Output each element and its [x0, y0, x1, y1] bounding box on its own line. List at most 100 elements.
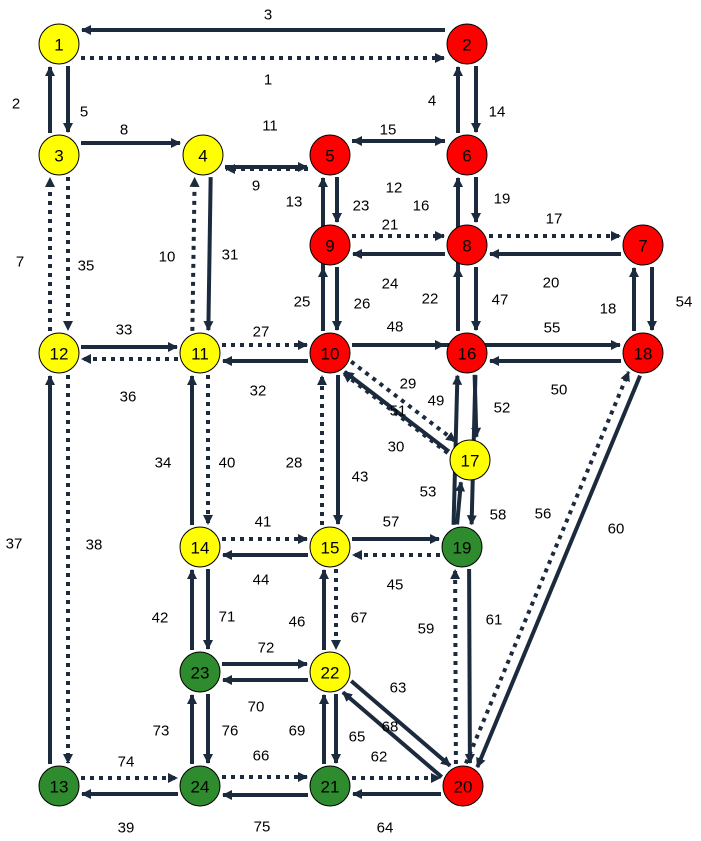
edge-label-70: 70: [248, 699, 265, 716]
node-circle-16: [446, 332, 488, 374]
edge-label-66: 66: [253, 748, 270, 765]
node-circle-24: [179, 765, 221, 807]
edge-label-47: 47: [492, 292, 509, 309]
edge-label-40: 40: [219, 455, 236, 472]
edge-label-29: 29: [400, 376, 417, 393]
node-2: 2: [446, 23, 488, 65]
edge-label-48: 48: [387, 319, 404, 336]
node-24: 24: [179, 765, 221, 807]
edge-label-50: 50: [551, 382, 568, 399]
node-circle-9: [309, 224, 351, 266]
node-label-24: 24: [191, 778, 210, 797]
edge-51-dashed: [342, 371, 449, 455]
edge-label-37: 37: [6, 536, 23, 553]
node-11: 11: [179, 332, 221, 374]
edge-label-32: 32: [250, 383, 267, 400]
edge-label-49: 49: [428, 393, 445, 410]
node-circle-13: [38, 765, 80, 807]
edge-label-67: 67: [351, 610, 368, 627]
node-21: 21: [309, 765, 351, 807]
edge-label-10: 10: [159, 249, 176, 266]
edge-label-27: 27: [253, 324, 270, 341]
edge-label-14: 14: [489, 104, 506, 121]
node-19: 19: [441, 526, 483, 568]
edge-label-31: 31: [222, 247, 239, 264]
edge-68-solid: [341, 690, 444, 779]
node-16: 16: [446, 332, 488, 374]
node-3: 3: [38, 134, 80, 176]
edge-label-59: 59: [418, 621, 435, 638]
edge-label-38: 38: [86, 537, 103, 554]
edge-label-57: 57: [383, 514, 400, 531]
edge-label-7: 7: [16, 254, 24, 271]
node-7: 7: [622, 224, 664, 266]
node-label-20: 20: [454, 778, 473, 797]
node-17: 17: [449, 439, 491, 481]
edge-label-12: 12: [386, 180, 403, 197]
edge-label-61: 61: [486, 612, 503, 629]
node-label-17: 17: [461, 452, 480, 471]
node-label-21: 21: [321, 778, 340, 797]
node-label-23: 23: [191, 664, 210, 683]
edge-label-1: 1: [264, 72, 272, 89]
edge-label-9: 9: [252, 178, 260, 195]
node-circle-2: [446, 23, 488, 65]
node-label-5: 5: [325, 147, 334, 166]
edge-10-dashed: [189, 176, 200, 331]
node-label-11: 11: [191, 345, 209, 364]
node-circle-5: [309, 134, 351, 176]
edge-label-3: 3: [264, 7, 272, 24]
node-label-2: 2: [462, 36, 471, 55]
edge-59-dashed: [450, 569, 461, 765]
edge-label-2: 2: [12, 96, 20, 113]
edge-label-33: 33: [116, 322, 133, 339]
node-circle-18: [622, 332, 664, 374]
edge-label-68: 68: [382, 719, 399, 736]
node-circle-11: [179, 332, 221, 374]
node-label-8: 8: [462, 237, 471, 256]
edge-label-71: 71: [219, 609, 236, 626]
edge-label-16: 16: [413, 198, 430, 215]
node-label-10: 10: [321, 345, 340, 364]
node-12: 12: [38, 332, 80, 374]
node-label-14: 14: [191, 539, 210, 558]
edge-label-54: 54: [676, 294, 693, 311]
edge-label-73: 73: [153, 723, 170, 740]
node-label-1: 1: [54, 36, 63, 55]
edge-61-solid: [464, 568, 475, 764]
node-label-4: 4: [198, 147, 207, 166]
edge-label-72: 72: [258, 640, 275, 657]
edge-63-solid: [349, 679, 452, 768]
edges-layer: [45, 25, 657, 800]
edge-label-5: 5: [80, 104, 88, 121]
edge-label-44: 44: [253, 572, 270, 589]
node-20: 20: [442, 765, 484, 807]
node-circle-19: [441, 526, 483, 568]
edge-label-62: 62: [371, 749, 388, 766]
edge-label-42: 42: [152, 610, 169, 627]
node-circle-14: [179, 526, 221, 568]
edge-label-76: 76: [222, 723, 239, 740]
node-18: 18: [622, 332, 664, 374]
edge-label-74: 74: [118, 754, 135, 771]
edge-label-53: 53: [420, 484, 437, 501]
node-label-13: 13: [50, 778, 69, 797]
edge-label-69: 69: [289, 723, 306, 740]
edge-label-19: 19: [494, 191, 511, 208]
edge-60-solid: [475, 374, 642, 768]
node-10: 10: [309, 332, 351, 374]
node-8: 8: [446, 224, 488, 266]
node-label-9: 9: [325, 237, 334, 256]
edge-label-43: 43: [352, 469, 369, 486]
edge-label-51: 51: [390, 403, 407, 420]
edge-label-26: 26: [354, 296, 371, 313]
edge-label-11: 11: [262, 118, 278, 135]
edge-label-55: 55: [544, 320, 561, 337]
edge-label-46: 46: [289, 614, 306, 631]
node-circle-3: [38, 134, 80, 176]
node-5: 5: [309, 134, 351, 176]
node-9: 9: [309, 224, 351, 266]
edge-30-dashed: [349, 360, 457, 443]
edge-label-35: 35: [78, 258, 95, 275]
